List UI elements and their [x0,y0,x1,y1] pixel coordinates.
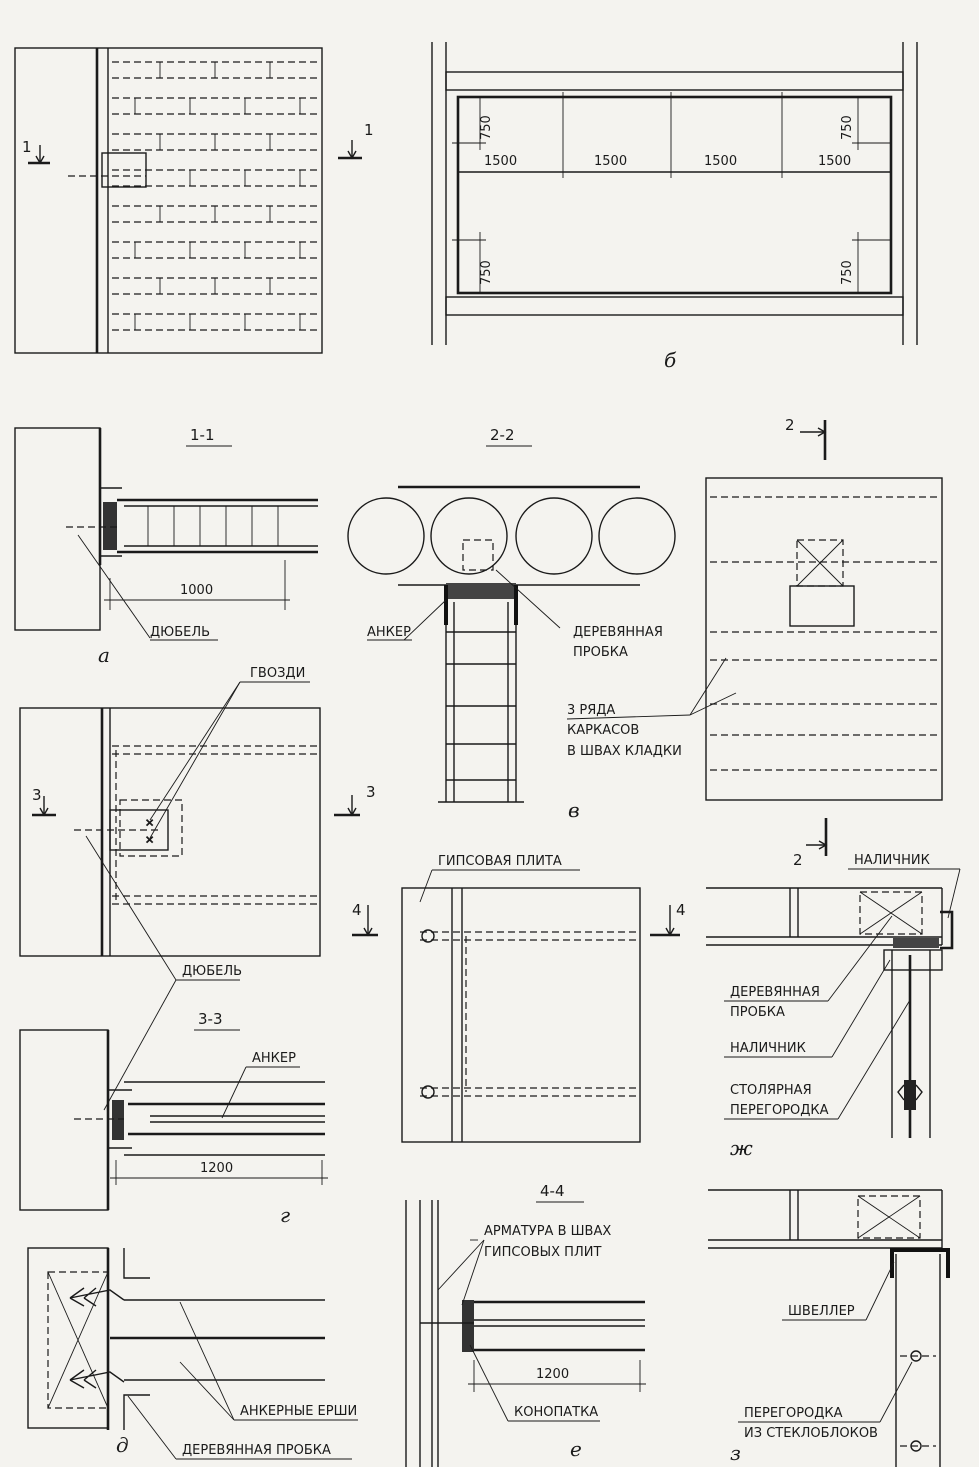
svg-text:ИЗ СТЕКЛОБЛОКОВ: ИЗ СТЕКЛОБЛОКОВ [744,1426,878,1441]
svg-text:ДЕРЕВЯННАЯ ПРОБКА: ДЕРЕВЯННАЯ ПРОБКА [182,1443,331,1458]
svg-text:3: 3 [366,783,376,801]
svg-text:1000: 1000 [180,583,213,598]
panel-v-elevation: 2 3 РЯДА КАРКАСОВ В ШВАХ КЛАДКИ [566,416,943,801]
panel-z-detail: ШВЕЛЛЕР ПЕРЕГОРОДКА ИЗ СТЕКЛОБЛОКОВ з [708,1189,950,1467]
svg-text:в: в [568,798,580,822]
svg-text:750: 750 [479,260,494,285]
cut-mark-4-right: 4 [650,901,686,937]
svg-text:2: 2 [785,416,795,434]
svg-text:е: е [570,1437,582,1461]
panel-v-section: 2-2 АНКЕР ДЕРЕВЯННАЯ ПРОБКА в [347,426,676,822]
svg-text:ПЕРЕГОРОДКА: ПЕРЕГОРОДКА [730,1103,829,1118]
cut-mark-2-bottom: 2 [793,818,828,869]
svg-text:750: 750 [479,115,494,140]
svg-text:ПРОБКА: ПРОБКА [573,645,628,660]
panel-g-elevation: × × 3 3 ГВОЗДИ ДЮБЕЛЬ [19,666,376,1111]
svg-text:ДЮБЕЛЬ: ДЮБЕЛЬ [150,625,210,640]
svg-text:1200: 1200 [536,1367,569,1382]
panel-zh-detail: 2 НАЛИЧНИК ДЕРЕВЯННАЯ ПРОБКА НАЛИЧНИК СТ… [706,818,961,1160]
svg-text:ДЕРЕВЯННАЯ: ДЕРЕВЯННАЯ [730,985,820,1000]
svg-text:НАЛИЧНИК: НАЛИЧНИК [730,1041,806,1056]
svg-text:АНКЕРНЫЕ ЕРШИ: АНКЕРНЫЕ ЕРШИ [240,1404,357,1419]
svg-text:3: 3 [32,786,42,804]
svg-text:4-4: 4-4 [540,1182,565,1200]
svg-text:ПРОБКА: ПРОБКА [730,1005,785,1020]
panel-g-section: 3-3 1200 АНКЕР г [19,1010,328,1227]
svg-text:1: 1 [22,138,32,156]
cut-mark-2-top: 2 [785,416,827,460]
svg-text:1-1: 1-1 [190,426,215,444]
svg-text:КАРКАСОВ: КАРКАСОВ [567,723,639,738]
cut-mark-1-right: 1 [338,121,374,160]
svg-text:ШВЕЛЛЕР: ШВЕЛЛЕР [788,1304,855,1319]
svg-text:3 РЯДА: 3 РЯДА [567,703,615,718]
svg-text:1: 1 [364,121,374,139]
svg-text:г: г [280,1203,290,1227]
svg-text:750: 750 [840,115,855,140]
panel-d-detail: АНКЕРНЫЕ ЕРШИ ДЕРЕВЯННАЯ ПРОБКА д [27,1247,358,1460]
anchor-plate [101,152,147,188]
panel-e-elevation: ГИПСОВАЯ ПЛИТА 4 4 [352,854,686,1143]
brick-courses [112,61,318,331]
svg-text:2-2: 2-2 [490,426,515,444]
svg-text:АНКЕР: АНКЕР [367,625,411,640]
panel-b-opening-layout: 1500 1500 1500 1500 750 750 750 750 б [431,42,918,372]
panel-a-section: 1-1 1000 ДЮБЕЛЬ а [14,426,318,667]
svg-text:1200: 1200 [200,1161,233,1176]
svg-text:д: д [116,1433,129,1457]
svg-text:НАЛИЧНИК: НАЛИЧНИК [854,853,930,868]
svg-text:ДЮБЕЛЬ: ДЮБЕЛЬ [182,964,242,979]
svg-text:×: × [145,833,154,846]
svg-text:3-3: 3-3 [198,1010,223,1028]
svg-text:КОНОПАТКА: КОНОПАТКА [514,1405,598,1420]
cut-mark-3-left: 3 [32,786,56,817]
svg-text:750: 750 [840,260,855,285]
svg-text:4: 4 [676,901,686,919]
svg-text:СТОЛЯРНАЯ: СТОЛЯРНАЯ [730,1083,812,1098]
svg-text:ПЕРЕГОРОДКА: ПЕРЕГОРОДКА [744,1406,843,1421]
svg-text:В ШВАХ КЛАДКИ: В ШВАХ КЛАДКИ [567,744,682,759]
svg-text:ж: ж [730,1136,753,1160]
svg-text:1500: 1500 [704,154,737,169]
svg-text:ГВОЗДИ: ГВОЗДИ [250,666,305,681]
svg-text:б: б [664,348,677,372]
svg-text:ГИПСОВЫХ ПЛИТ: ГИПСОВЫХ ПЛИТ [484,1245,601,1260]
svg-text:ГИПСОВАЯ ПЛИТА: ГИПСОВАЯ ПЛИТА [438,854,562,869]
svg-text:×: × [145,816,154,829]
svg-text:1500: 1500 [594,154,627,169]
svg-text:а: а [98,643,110,667]
svg-text:АНКЕР: АНКЕР [252,1051,296,1066]
panel-e-section: 4-4 1200 АРМАТУРА В ШВАХ ГИПСОВЫХ ПЛИТ К… [405,1182,646,1467]
svg-text:1500: 1500 [818,154,851,169]
panel-a-elevation: 1 1 [14,47,374,354]
svg-text:АРМАТУРА В ШВАХ: АРМАТУРА В ШВАХ [484,1224,611,1239]
cut-mark-3-right: 3 [334,783,376,817]
cut-mark-4-left: 4 [352,901,378,937]
svg-text:з: з [730,1441,741,1465]
svg-text:2: 2 [793,851,803,869]
svg-text:ДЕРЕВЯННАЯ: ДЕРЕВЯННАЯ [573,625,663,640]
cut-mark-1-left: 1 [22,138,50,165]
svg-text:1500: 1500 [484,154,517,169]
svg-text:4: 4 [352,901,362,919]
